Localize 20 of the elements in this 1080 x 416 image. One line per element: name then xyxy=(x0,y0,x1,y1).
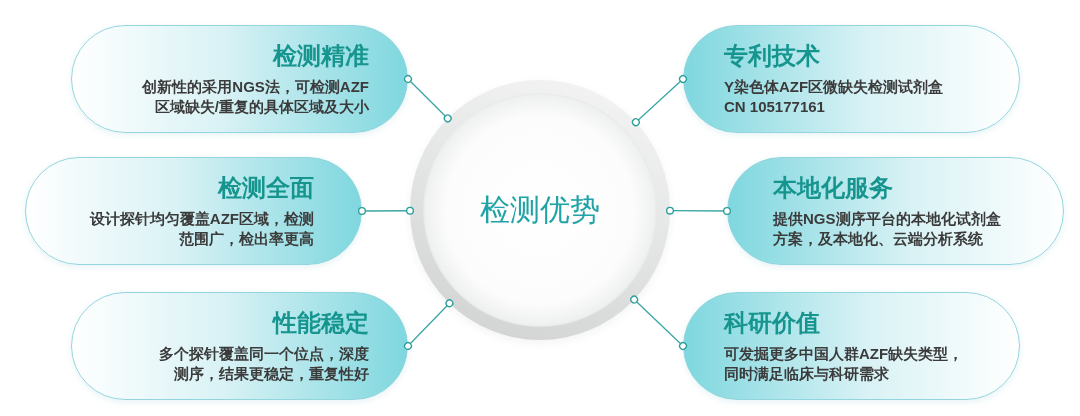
card-title: 本地化服务 xyxy=(773,173,893,203)
card-title: 检测精准 xyxy=(273,41,369,71)
card-description: 设计探针均匀覆盖AZF区域，检测范围广，检出率更高 xyxy=(88,209,314,249)
card-title: 专利技术 xyxy=(724,41,820,71)
card-description: 多个探针覆盖同一个位点，深度测序，结果更稳定，重复性好 xyxy=(158,344,369,384)
connector-line xyxy=(630,295,687,350)
center-title: 检测优势 xyxy=(480,191,600,228)
card-description: CN 105177161 xyxy=(724,97,826,117)
card-title: 性能稳定 xyxy=(273,308,369,338)
card-title: 科研价值 xyxy=(724,308,820,338)
card-description: 提供NGS测序平台的本地化试剂盒方案，及本地化、云端分析系统 xyxy=(773,209,1002,249)
card-description: Y染色体AZF区微缺失检测试剂盒 xyxy=(724,77,945,97)
connector-line xyxy=(404,299,454,350)
card-title: 检测全面 xyxy=(218,173,314,203)
card-description: 可发掘更多中国人群AZF缺失类型，同时满足临床与科研需求 xyxy=(724,344,965,384)
connector-line xyxy=(358,206,414,215)
connector-line xyxy=(404,75,452,123)
card-description: 创新性的采用NGS法，可检测AZF区域缺失/重复的具体区域及大小 xyxy=(141,77,369,117)
connector-line xyxy=(666,206,731,215)
connector-line xyxy=(631,75,687,127)
